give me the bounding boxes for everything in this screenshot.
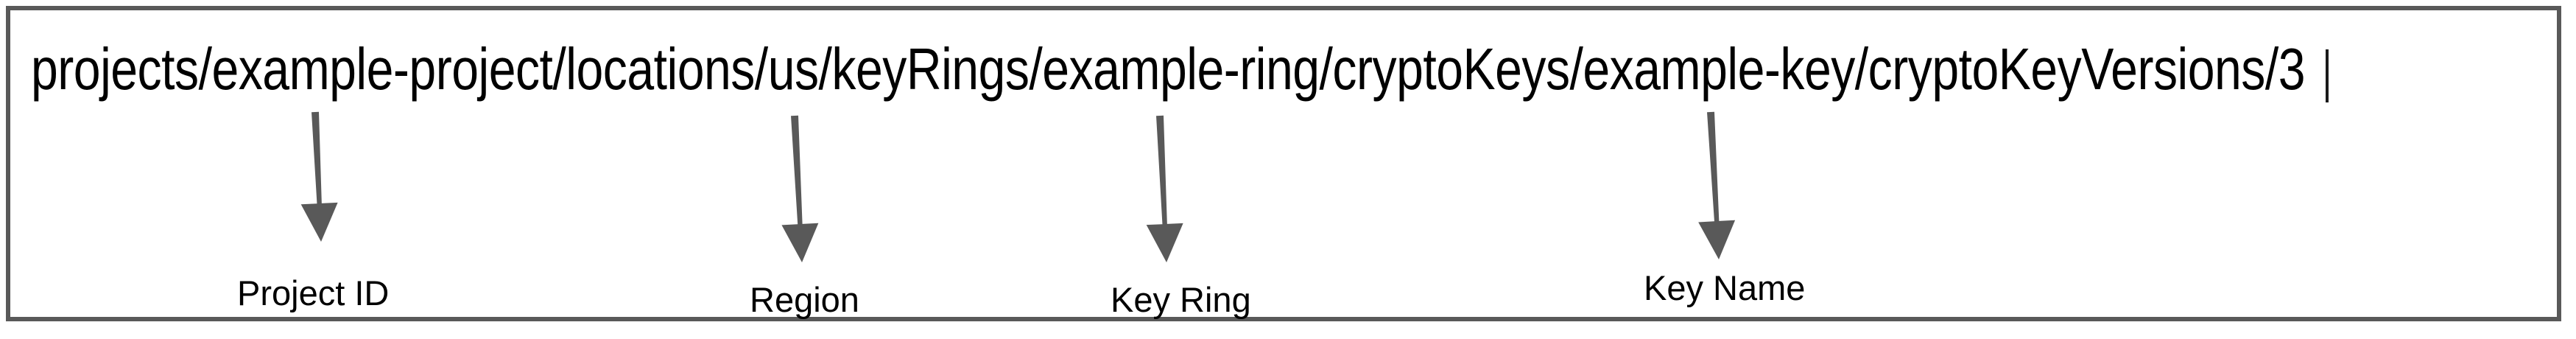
annotation-label-project-id: Project ID bbox=[237, 273, 390, 312]
text-field-frame[interactable]: projects/example-project/locations/us/ke… bbox=[6, 6, 2561, 321]
annotation-label-key-name: Key Name bbox=[1644, 268, 1806, 307]
text-caret bbox=[2326, 49, 2329, 102]
arrow-shape bbox=[1698, 111, 1736, 259]
arrow-shape bbox=[300, 111, 338, 242]
arrow-shape bbox=[781, 115, 819, 262]
resource-name-text[interactable]: projects/example-project/locations/us/ke… bbox=[31, 36, 2306, 102]
annotation-label-region: Region bbox=[750, 280, 859, 319]
arrow-shape bbox=[1146, 115, 1183, 262]
annotation-label-key-ring: Key Ring bbox=[1111, 280, 1251, 319]
